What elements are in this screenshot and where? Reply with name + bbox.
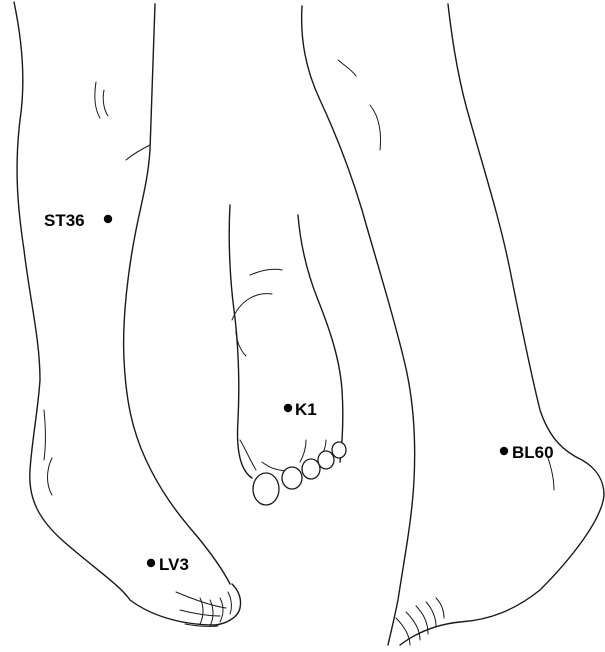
point-bl60-marker [500, 447, 508, 455]
point-lv3-label: LV3 [159, 555, 189, 574]
point-k1: K1 [284, 400, 317, 419]
point-bl60: BL60 [500, 443, 554, 462]
point-k1-label: K1 [295, 400, 317, 419]
point-lv3-marker [147, 559, 155, 567]
middle-foot-sole-view [229, 205, 346, 505]
point-st36-marker [104, 215, 112, 223]
point-bl60-label: BL60 [512, 443, 554, 462]
point-st36-label: ST36 [44, 211, 85, 230]
sole-toes [253, 442, 346, 505]
point-lv3: LV3 [147, 555, 189, 574]
right-leg-side-view [302, 4, 604, 645]
point-st36: ST36 [44, 211, 112, 230]
point-k1-marker [284, 404, 292, 412]
left-leg-front-view [14, 2, 241, 626]
